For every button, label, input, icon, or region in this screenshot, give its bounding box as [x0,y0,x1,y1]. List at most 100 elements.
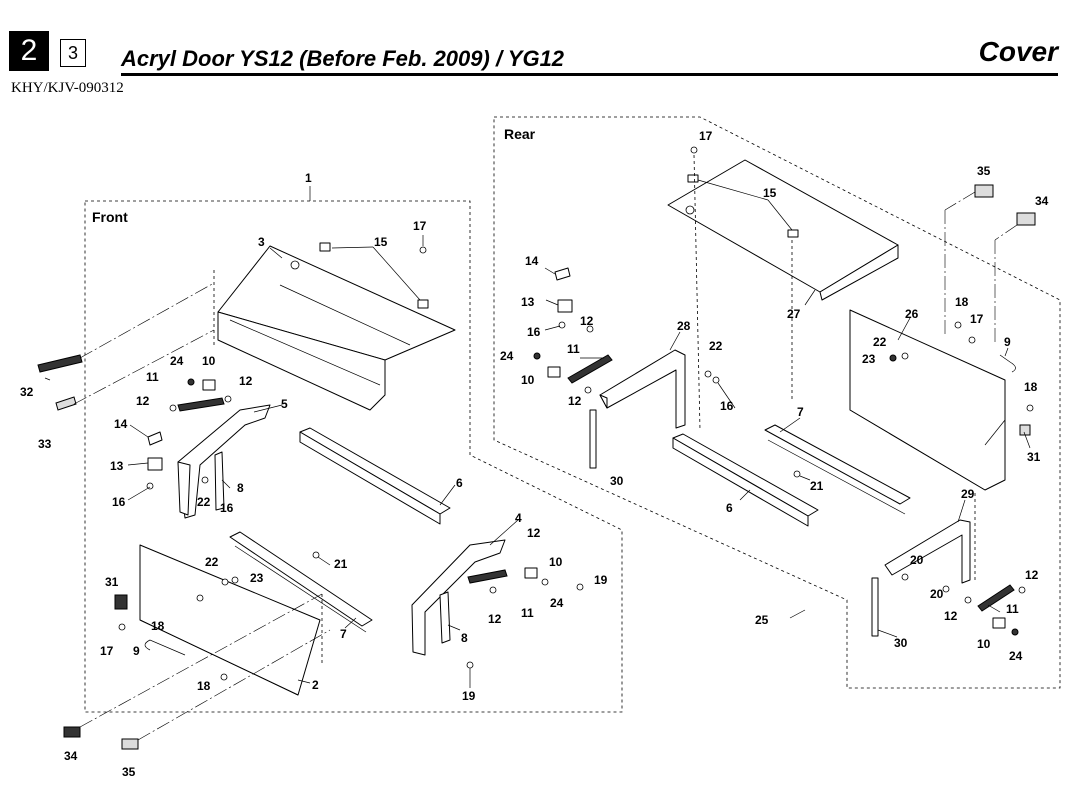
rear-beam-part [672,433,819,527]
callout-label: 13 [521,295,535,309]
hinge-rear-2-part [992,617,1006,629]
callout-label: 35 [977,164,991,178]
callout-label: 11 [521,606,534,620]
callout-label: 5 [281,397,288,411]
top-cover-part [217,245,456,411]
callout-label: 24 [500,349,514,363]
callout-label: 20 [910,553,924,567]
callout-label: 30 [894,636,908,650]
hinge-2-part [524,567,538,579]
callout-label: 29 [961,487,975,501]
front-assembly [37,186,623,750]
side-frame-rear-left-part [599,349,686,429]
label-plate-part [37,354,83,411]
handle-rear-part [999,354,1016,373]
bracket-8b-part [439,591,451,644]
callout-label: 12 [239,374,253,388]
hinge-rear-part [547,366,561,378]
nut-part [187,378,195,386]
callout-label: 22 [197,495,211,509]
callout-label: 17 [100,644,114,658]
subsection-number: 3 [60,39,86,67]
gas-damper-part [177,397,225,412]
page-title: Acryl Door YS12 (Before Feb. 2009) / YG1… [121,46,565,71]
callout-label: 4 [515,511,522,525]
latch-catch-rear-part [557,299,573,313]
callout-label: 13 [110,459,124,473]
callout-label: 24 [170,354,184,368]
rear-bracket-part [787,229,799,238]
callout-label: 17 [970,312,984,326]
section-number: 2 [9,31,49,71]
callout-label: 9 [1004,335,1011,349]
front-group-outline [84,200,623,713]
header-rule [121,73,1058,76]
callout-label: 22 [709,339,723,353]
category-label: Cover [978,36,1058,67]
label-31r-part [1019,424,1031,436]
latch-part [147,431,163,446]
callout-label: 22 [205,555,219,569]
callout-label: 10 [549,555,563,569]
gas-damper-rear-part [567,354,613,384]
callout-label: 12 [527,526,541,540]
callout-label: 12 [568,394,582,408]
callout-label: 8 [237,481,244,495]
callout-label: 22 [873,335,887,349]
screw-part [419,246,427,254]
callout-label: 34 [1035,194,1049,208]
callout-label: 2 [312,678,319,692]
callout-label: 31 [105,575,119,589]
leader-25 [789,609,806,619]
gas-damper-2-part [467,569,508,584]
callout-label: 24 [550,596,564,610]
callout-label: 16 [720,399,734,413]
side-frame-left-part [177,404,271,519]
callout-label: 23 [250,571,264,585]
callout-label: 15 [374,235,388,249]
callout-label: 30 [610,474,624,488]
rear-panel-part [849,309,1006,491]
callout-label: 19 [462,689,476,703]
handle-part [144,639,186,656]
callout-label: 21 [334,557,348,571]
callout-label: 32 [20,385,34,399]
callout-label: 27 [787,307,801,321]
callout-label: 18 [151,619,165,633]
beam-part [299,427,451,525]
group-label-rear: Rear [504,126,536,142]
latch-rear-part [554,267,571,281]
callout-label: 17 [699,129,713,143]
callout-label: 12 [580,314,594,328]
label-34r-part [1016,212,1036,226]
callout-label: 35 [122,765,136,779]
callout-label: 33 [38,437,52,451]
callout-label: 15 [763,186,777,200]
callout-label: 14 [525,254,539,268]
side-frame-right-part [411,539,506,656]
callout-label: 11 [567,342,580,356]
callout-label: 20 [930,587,944,601]
callout-label: 25 [755,613,769,627]
latch-bracket-part [319,242,331,252]
latch-bracket-part [417,299,429,309]
callout-label: 34 [64,749,78,763]
callout-label: 7 [797,405,804,419]
callout-label: 16 [112,495,126,509]
front-panel-part [139,544,321,696]
gas-damper-rear-2-part [977,584,1015,612]
rear-bracket-part [687,174,699,183]
callout-label: 12 [1025,568,1039,582]
document-code: KHY/KJV-090312 [11,80,124,96]
callout-label: 26 [905,307,919,321]
label-35-part [121,738,139,750]
bracket-8-part [214,451,225,511]
callout-label: 28 [677,319,691,333]
callout-label: 9 [133,644,140,658]
label-34-part [63,726,81,738]
rear-rail-part [764,424,911,505]
callout-label: 18 [955,295,969,309]
rear-top-cover-part [667,159,899,301]
callout-label: 24 [1009,649,1023,663]
